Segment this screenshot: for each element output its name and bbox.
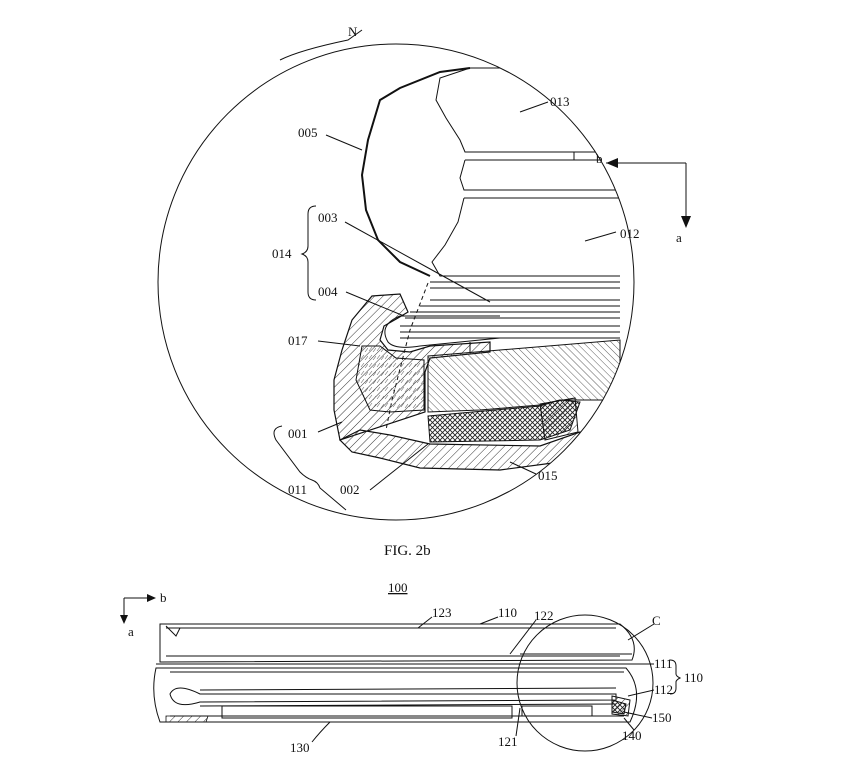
label-015: 015 (538, 468, 558, 483)
label-014: 014 (272, 246, 292, 261)
axis-indicator-lower (120, 594, 156, 624)
label-150: 150 (652, 710, 672, 725)
label-130: 130 (290, 740, 310, 755)
label-011: 011 (288, 482, 307, 497)
label-003: 003 (318, 210, 338, 225)
detail-circle-c (516, 614, 654, 752)
label-111: 111 (654, 656, 673, 671)
component-130 (221, 705, 513, 719)
label-110-top: 110 (498, 605, 517, 620)
detail-view-n: N 013 005 003 014 012 004 017 001 011 00… (157, 24, 691, 559)
label-121: 121 (498, 734, 518, 749)
label-004: 004 (318, 284, 338, 299)
device-side-view: 100 b a (120, 580, 703, 755)
label-122: 122 (534, 608, 554, 623)
figure-caption: FIG. 2b (384, 543, 431, 559)
axis-indicator-upper (606, 158, 691, 228)
lower-housing-112 (153, 667, 637, 723)
label-012: 012 (620, 226, 640, 241)
label-001: 001 (288, 426, 308, 441)
reference-100: 100 (388, 580, 408, 595)
label-005: 005 (298, 125, 318, 140)
axis-label-a-lower: a (128, 624, 134, 639)
axis-label-b-upper: b (596, 151, 603, 166)
axis-label-b-lower: b (160, 590, 167, 605)
label-013: 013 (550, 94, 570, 109)
label-n: N (348, 24, 358, 39)
detail-circle-n (157, 43, 635, 521)
axis-label-a-upper: a (676, 230, 682, 245)
label-c: C (652, 613, 661, 628)
label-017: 017 (288, 333, 308, 348)
label-140: 140 (622, 728, 642, 743)
label-002: 002 (340, 482, 360, 497)
folded-screen-bend (169, 687, 617, 706)
label-112: 112 (654, 682, 673, 697)
label-110-bracket: 110 (684, 670, 703, 685)
part-013 (435, 67, 620, 153)
label-123: 123 (432, 605, 452, 620)
hinge-outer-curve-005 (360, 67, 471, 277)
